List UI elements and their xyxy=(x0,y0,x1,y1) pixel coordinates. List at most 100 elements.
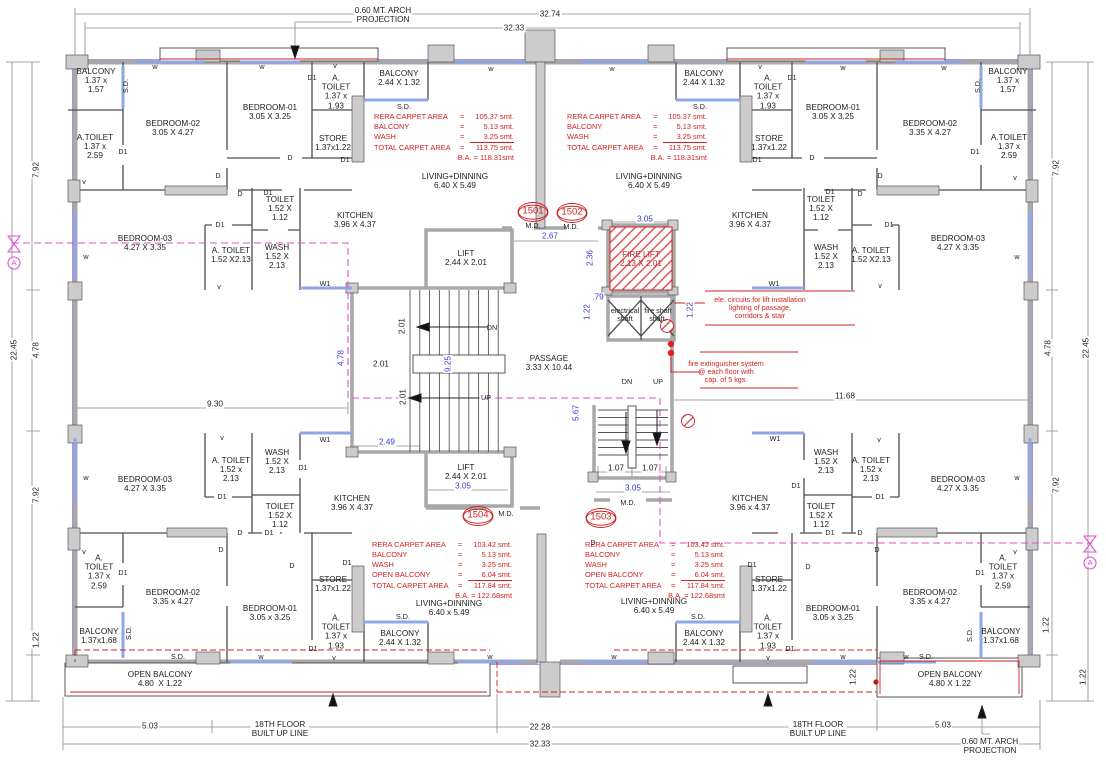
vent-v-tl-1: v xyxy=(82,176,86,186)
dim-122-balc-right-b: 1.22 xyxy=(1078,668,1088,686)
vent-v-br-2: v xyxy=(1013,546,1017,556)
room-bedroom02-1504: BEDROOM-02 3.35 x 4.27 xyxy=(145,587,201,606)
win-w-2: w xyxy=(259,61,265,71)
dim-567: 5.67 xyxy=(571,404,581,422)
rera-row-label: TOTAL CARPET AREA xyxy=(372,580,449,590)
rera-row-equals: = xyxy=(671,549,676,559)
dim-267: 2.67 xyxy=(541,231,559,241)
rera-builtup-area: B.A. = 118.31smt xyxy=(457,152,514,162)
dim-107-right: 1.07 xyxy=(641,463,659,473)
rera-row-value: 3.25 smt. xyxy=(470,132,514,143)
door-sd-br-1: S.D. xyxy=(691,611,705,621)
room-atoilet3-1502: A. TOILET 1.52 X2.13 xyxy=(851,245,891,264)
door-d-tl-3: D xyxy=(287,152,293,162)
room-atoilet2-1504: A. TOILET 1.37 x 1.93 xyxy=(321,613,351,651)
rera-row-label: RERA CARPET AREA xyxy=(372,540,446,549)
note-lift-circuits: ele. circuits for lift installation ligh… xyxy=(714,294,806,321)
room-wash-1502: WASH 1.52 X 2.13 xyxy=(813,243,839,271)
door-d-section: D xyxy=(590,537,596,547)
walls-interior xyxy=(68,62,1036,662)
door-d1-tl-4: D1 xyxy=(263,187,273,197)
rera-row-label: OPEN BALCONY xyxy=(372,569,431,579)
room-kitchen-1501: KITCHEN 3.96 X 4.37 xyxy=(334,210,376,229)
dim-249: 2.49 xyxy=(378,437,396,447)
room-bedroom03-1503: BEDROOM-03 4.27 X 3.35 xyxy=(930,474,986,493)
room-kitchen-1502: KITCHEN 3.96 X 4.37 xyxy=(729,210,771,229)
win-w-5: w xyxy=(840,62,846,72)
rera-row-value: 103.42 smt. xyxy=(686,540,725,549)
win-w1-br: W1 xyxy=(769,433,781,443)
room-atoilet-1501: A.TOILET 1.37 x 2.59 xyxy=(76,133,114,161)
door-d-tr-1: D xyxy=(877,170,883,180)
note-arch-projection-top: 0.60 MT. ARCH PROJECTION xyxy=(353,5,413,25)
rera-row-value: 117.84 smt. xyxy=(473,580,512,590)
rera-row-equals: = xyxy=(458,559,463,569)
dim-201-a: 2.01 xyxy=(397,317,407,335)
win-w1-tl: W1 xyxy=(319,278,331,288)
fire-lift-shaft xyxy=(609,226,673,291)
win-w-1: w xyxy=(152,61,158,71)
door-d1-tr-5: D1 xyxy=(884,219,894,229)
door-d1-bl-2: D1 xyxy=(217,491,227,501)
vent-v-1: v xyxy=(333,60,337,70)
win-w1-tr: W1 xyxy=(768,278,780,288)
note-arch-projection-bottom: 0.60 MT. ARCH PROJECTION xyxy=(960,736,1020,756)
section-line xyxy=(6,235,1098,570)
note-builtup-right: 18TH FLOOR BUILT UP LINE xyxy=(788,719,848,739)
room-openbalcony-1503: OPEN BALCONY 4.80 X 1.22 xyxy=(917,669,983,688)
door-d-tl-2: D xyxy=(237,188,243,198)
room-bedroom01-1502: BEDROOM-01 3.05 X 3.25 xyxy=(805,102,861,121)
room-atoilet2-1501: A. TOILET 1.37 x 1.93 xyxy=(321,73,351,111)
room-store-1501: STORE 1.37x1.22 xyxy=(315,133,351,152)
rera-row-label: RERA CARPET AREA xyxy=(585,540,659,549)
direction-arrows xyxy=(290,45,987,719)
rera-row-value: 5.13 smt. xyxy=(481,549,512,559)
door-d1-tl-5: D1 xyxy=(215,219,225,229)
dim-top-outer: 32.74 xyxy=(538,9,562,19)
room-balcony-1501: BALCONY 1.37 x 1.57 xyxy=(76,67,116,95)
rera-row-label: TOTAL CARPET AREA xyxy=(567,142,644,152)
door-d-bl-1: D xyxy=(237,527,243,537)
door-sd-br-rot: S.D. xyxy=(964,628,974,642)
rera-row-label: RERA CARPET AREA xyxy=(567,112,641,121)
dim-122-shaft-left: 1.22 xyxy=(582,303,592,321)
dim-right-122: 1.22 xyxy=(1041,616,1051,634)
rera-row-label: BALCONY xyxy=(374,121,410,131)
room-atoilet2-1502: A. TOILET 1.37 x 1.93 xyxy=(753,73,783,111)
dim-201-b: 2.01 xyxy=(372,359,390,369)
room-wash-1501: WASH 1.52 X 2.13 xyxy=(264,243,290,271)
dim-305-stair-right: 3.05 xyxy=(624,483,642,493)
rera-row-value: 6.04 smt. xyxy=(468,570,512,581)
room-living-1502: LIVING+DINNING 6.40 X 5.49 xyxy=(615,171,683,190)
rera-row-value: 3.25 smt. xyxy=(481,559,512,569)
door-d1-tr-1: D1 xyxy=(970,146,980,156)
stair-dn-right: DN xyxy=(621,376,633,386)
room-atoilet-1504: A. TOILET 1.37 x 2.59 xyxy=(84,553,114,591)
room-toilet-1501: TOILET 1.52 X 1.12 xyxy=(265,195,295,223)
dim-122-balc-right-a: 1.22 xyxy=(848,668,858,686)
dim-305-firelift: 3.05 xyxy=(636,214,654,224)
door-d1-tr-2: D1 xyxy=(787,72,797,82)
door-sd-2: S.D. xyxy=(972,79,982,93)
rera-row-value: 105.37 smt. xyxy=(668,112,707,121)
win-w-4: w xyxy=(609,63,615,73)
room-fire-shaft: fire shaft shaft. xyxy=(644,305,672,323)
room-toilet-1504: TOILET 1.52 X 1.12 xyxy=(265,502,295,530)
room-balcony2-1503: BALCONY 2.44 X 1.32 xyxy=(683,628,725,647)
md-1501: M.D. xyxy=(525,220,541,230)
room-balcony-1504: BALCONY 1.37x1.68 xyxy=(79,626,119,645)
room-store-1502: STORE 1.37x1.22 xyxy=(751,133,787,152)
dim-right-2245: 22.45 xyxy=(1081,336,1091,360)
unit-number-1503: 1503 xyxy=(585,510,617,526)
rera-row-equals: = xyxy=(458,569,463,579)
stair-landing xyxy=(412,354,637,469)
door-d1-bl-4: D1 xyxy=(118,567,128,577)
win-w-6: w xyxy=(941,62,947,72)
note-builtup-left: 18TH FLOOR BUILT UP LINE xyxy=(250,719,310,739)
room-bedroom02-1501: BEDROOM-02 3.05 X 4.27 xyxy=(145,118,201,137)
dim-bottom-503-left: 5.03 xyxy=(141,721,159,731)
rera-row-value: 5.13 smt. xyxy=(483,121,514,131)
door-sd-4: S.D. xyxy=(693,101,707,111)
windows xyxy=(73,60,1032,664)
